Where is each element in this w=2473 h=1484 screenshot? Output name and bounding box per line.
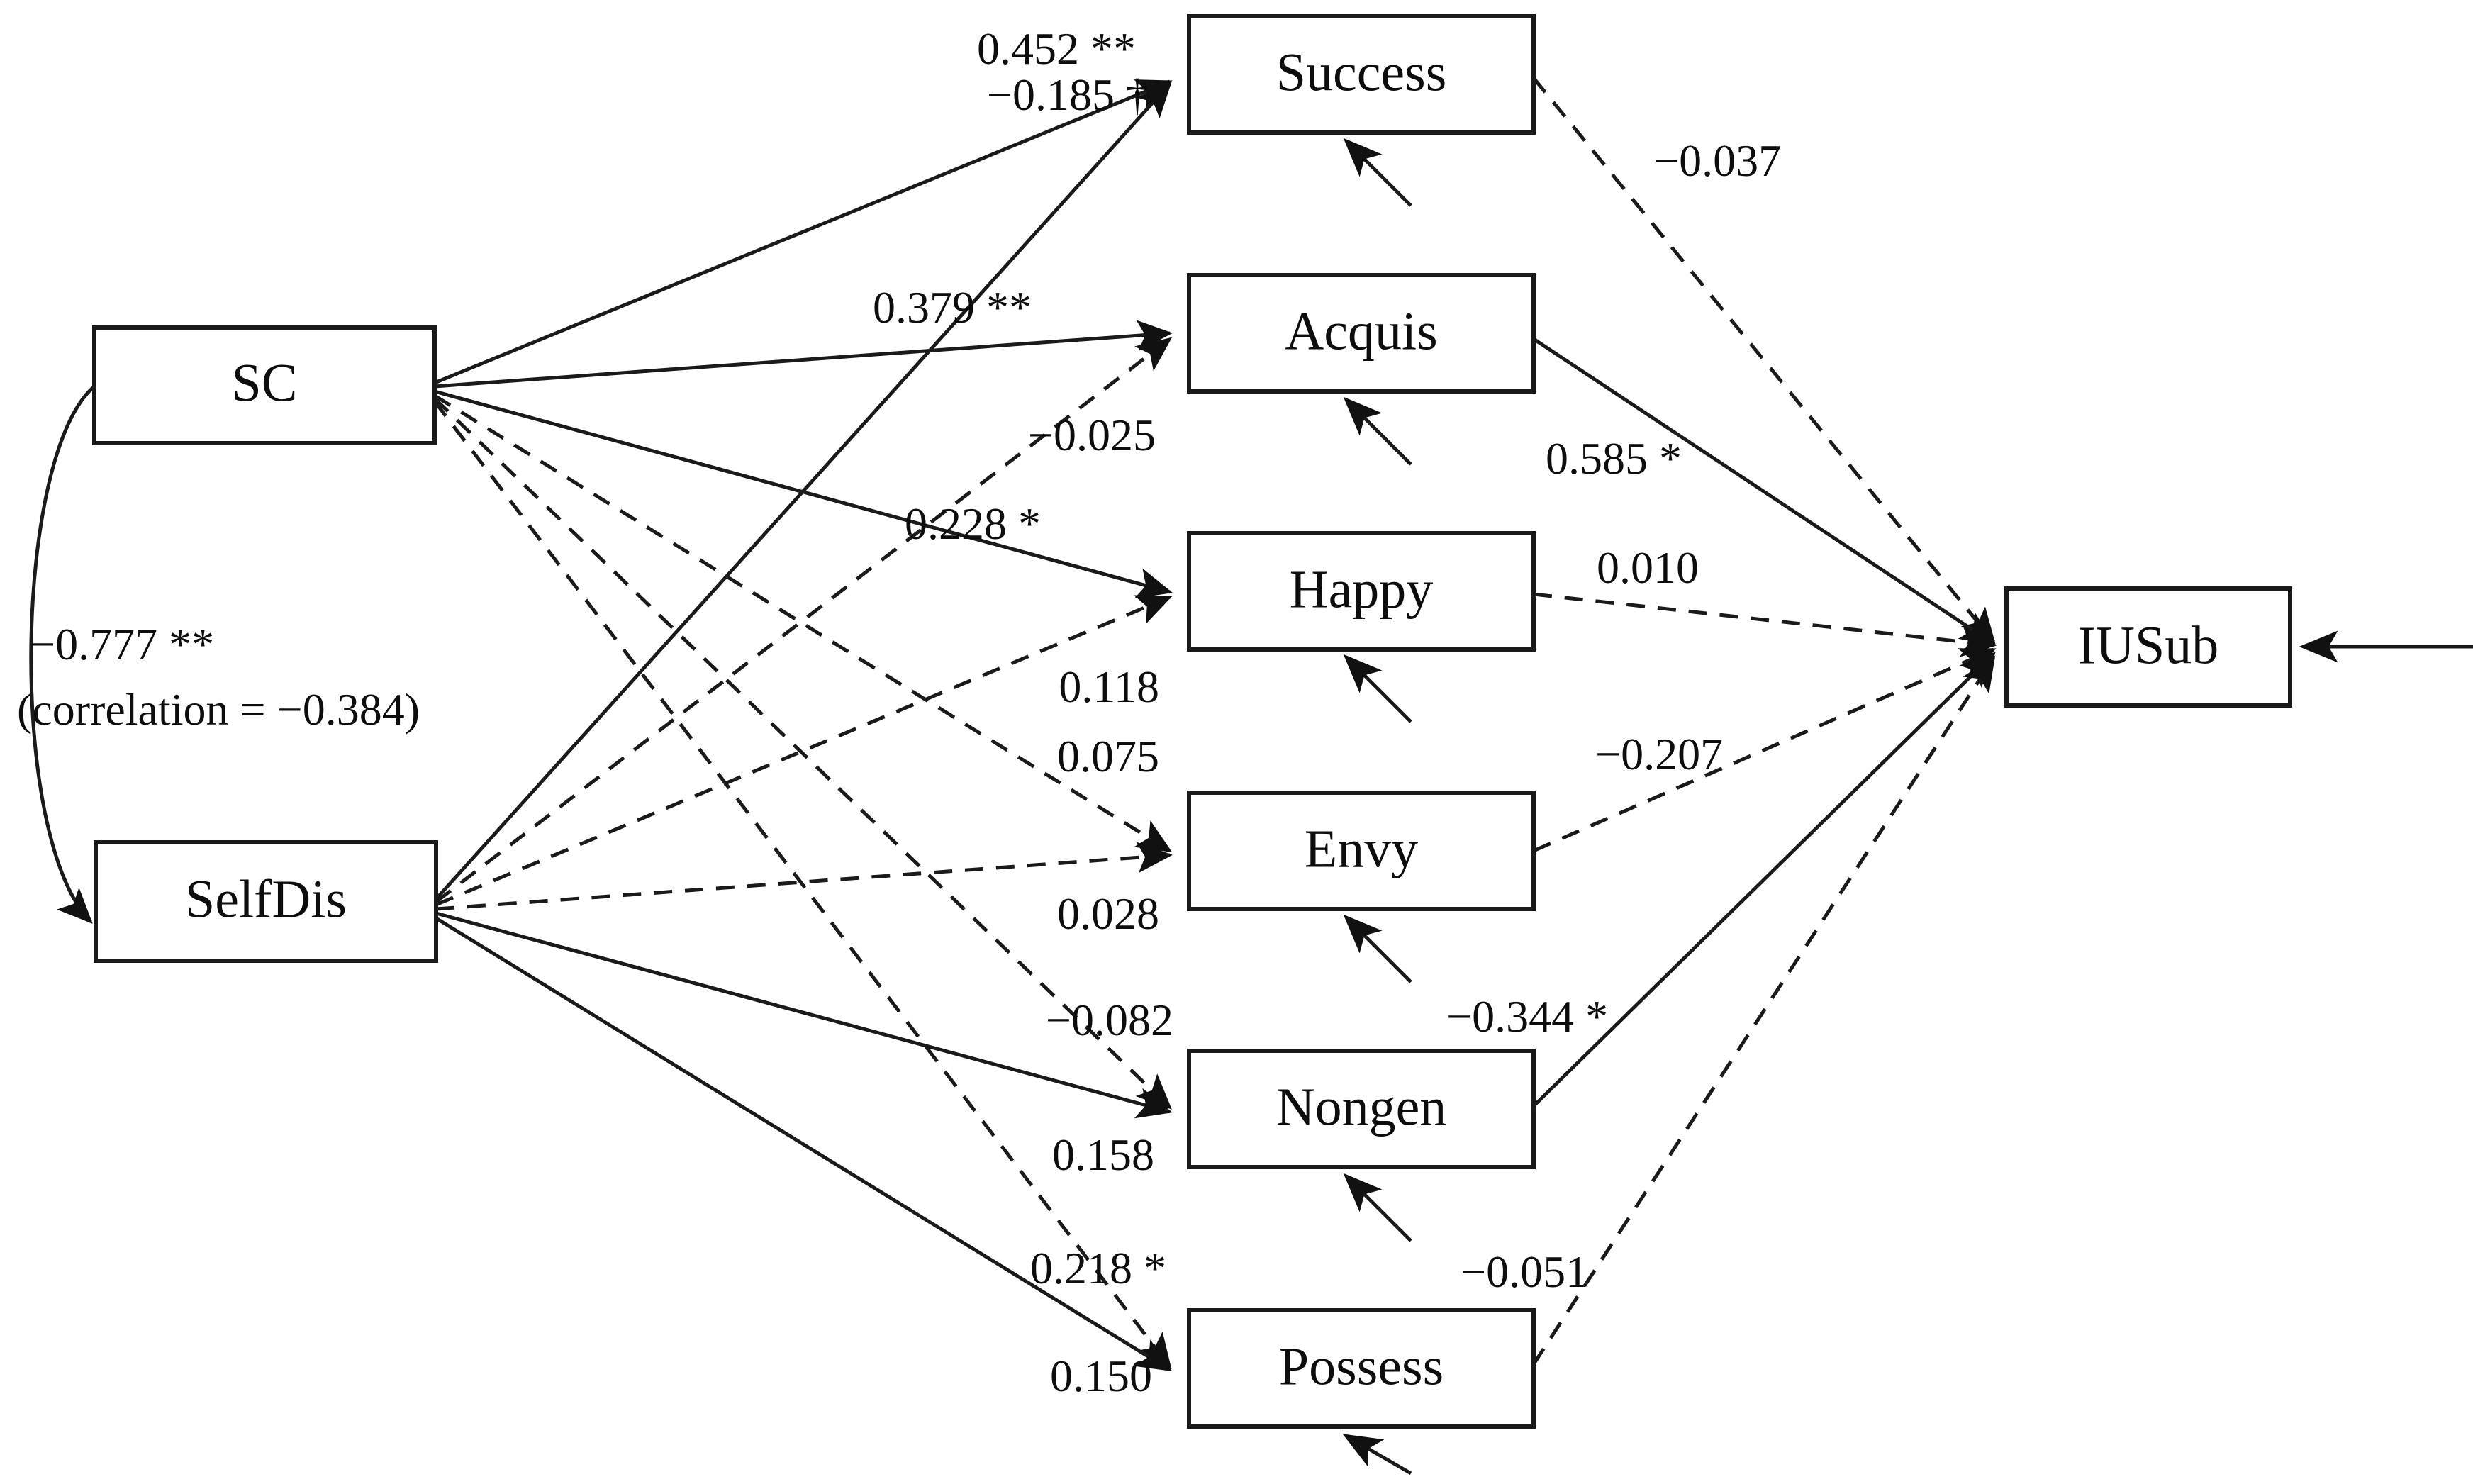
edges-from-sc	[433, 79, 1173, 1370]
coef-label-envy-iusub: −0.207	[1595, 729, 1723, 779]
edges-to-iusub	[1531, 77, 1997, 1366]
node-box-possess[interactable]	[1187, 1308, 1536, 1429]
edge-sc-success	[434, 79, 1173, 385]
coef-label-sc-acquis: 0.379 **	[873, 282, 1032, 333]
node-selfdis[interactable]: SelfDis	[94, 840, 438, 963]
coef-label-selfdis-success: −0.185 †	[987, 69, 1149, 120]
edge-happy-iusub	[1533, 592, 1997, 657]
node-label-happy: Happy	[1290, 559, 1434, 619]
coef-label-nongen-iusub: −0.344 *	[1446, 991, 1608, 1042]
node-label-nongen: Nongen	[1276, 1077, 1447, 1137]
coef-label-selfdis-possess: 0.218 *	[1030, 1243, 1166, 1293]
node-box-nongen[interactable]	[1187, 1049, 1536, 1169]
node-success[interactable]: Success	[1187, 14, 1536, 135]
node-box-envy[interactable]	[1187, 791, 1536, 911]
node-label-success: Success	[1276, 43, 1447, 102]
edge-selfdis-happy	[435, 595, 1173, 907]
residual-arrow-happy	[1343, 654, 1412, 723]
node-envy[interactable]: Envy	[1187, 791, 1536, 911]
coef-label-sc-happy: 0.228 *	[905, 498, 1041, 549]
edge-selfdis-success	[435, 82, 1172, 900]
coef-label-sc-possess: 0.150	[1050, 1351, 1152, 1401]
correlation-coefficient-label: −0.777 **	[30, 619, 214, 669]
edge-sc-acquis	[434, 320, 1173, 389]
node-label-sc: SC	[232, 353, 298, 413]
edges-from-selfdis	[435, 82, 1173, 1372]
node-possess[interactable]: Possess	[1187, 1308, 1536, 1429]
node-box-iusub[interactable]	[2004, 586, 2292, 708]
coef-label-selfdis-happy: 0.118	[1059, 662, 1159, 712]
residual-arrow-success	[1343, 138, 1412, 207]
node-box-acquis[interactable]	[1187, 273, 1536, 394]
edge-nongen-iusub	[1532, 652, 1996, 1108]
edge-sc-nongen	[433, 397, 1172, 1110]
edge-selfdis-nongen	[435, 911, 1173, 1119]
correlation-label-group: −0.777 ** (correlation = −0.384)	[17, 619, 420, 735]
coef-label-possess-iusub: −0.051	[1461, 1246, 1588, 1297]
node-label-selfdis: SelfDis	[185, 869, 347, 929]
coef-label-sc-nongen: −0.082	[1046, 995, 1173, 1045]
node-label-acquis: Acquis	[1285, 301, 1437, 361]
edge-success-iusub	[1532, 77, 1996, 645]
coef-label-sc-success: 0.452 **	[977, 23, 1136, 74]
edge-selfdis-possess	[435, 916, 1173, 1372]
edge-sc-envy	[433, 394, 1173, 853]
coef-label-selfdis-envy: 0.028	[1057, 888, 1159, 939]
node-box-selfdis[interactable]	[94, 840, 438, 963]
node-happy[interactable]: Happy	[1187, 531, 1536, 652]
edge-acquis-iusub	[1532, 337, 1997, 646]
edge-possess-iusub	[1531, 655, 1996, 1366]
residual-arrow-envy	[1343, 914, 1412, 983]
residual-arrows	[1342, 138, 2473, 1475]
node-acquis[interactable]: Acquis	[1187, 273, 1536, 394]
coef-label-selfdis-nongen: 0.158	[1052, 1129, 1154, 1180]
correlation-curve	[29, 354, 128, 924]
node-sc[interactable]: SC	[92, 325, 437, 445]
correlation-note-label: (correlation = −0.384)	[17, 684, 420, 735]
node-label-possess: Possess	[1279, 1337, 1444, 1396]
coefficient-labels: 0.452 ** −0.185 † 0.379 ** −0.025 0.228 …	[873, 23, 1781, 1401]
coef-label-sc-envy: 0.075	[1057, 731, 1159, 781]
node-box-sc[interactable]	[92, 325, 437, 445]
residual-arrow-acquis	[1343, 396, 1412, 466]
coef-label-success-iusub: −0.037	[1653, 135, 1781, 186]
residual-arrow-nongen	[1343, 1173, 1412, 1242]
coef-label-happy-iusub: 0.010	[1597, 542, 1699, 593]
node-nongen[interactable]: Nongen	[1187, 1049, 1536, 1169]
edge-envy-iusub	[1532, 647, 1997, 853]
coef-label-selfdis-acquis: −0.025	[1028, 410, 1156, 460]
node-iusub[interactable]: IUSub	[2004, 586, 2292, 708]
correlation-edge-sc-selfdis	[29, 354, 128, 924]
node-label-envy: Envy	[1305, 819, 1418, 878]
coef-label-acquis-iusub: 0.585 *	[1546, 433, 1682, 484]
node-label-iusub: IUSub	[2078, 615, 2218, 675]
node-box-success[interactable]	[1187, 14, 1536, 135]
residual-arrow-possess	[1342, 1434, 1412, 1475]
node-box-happy[interactable]	[1187, 531, 1536, 652]
edge-sc-possess	[433, 400, 1172, 1370]
